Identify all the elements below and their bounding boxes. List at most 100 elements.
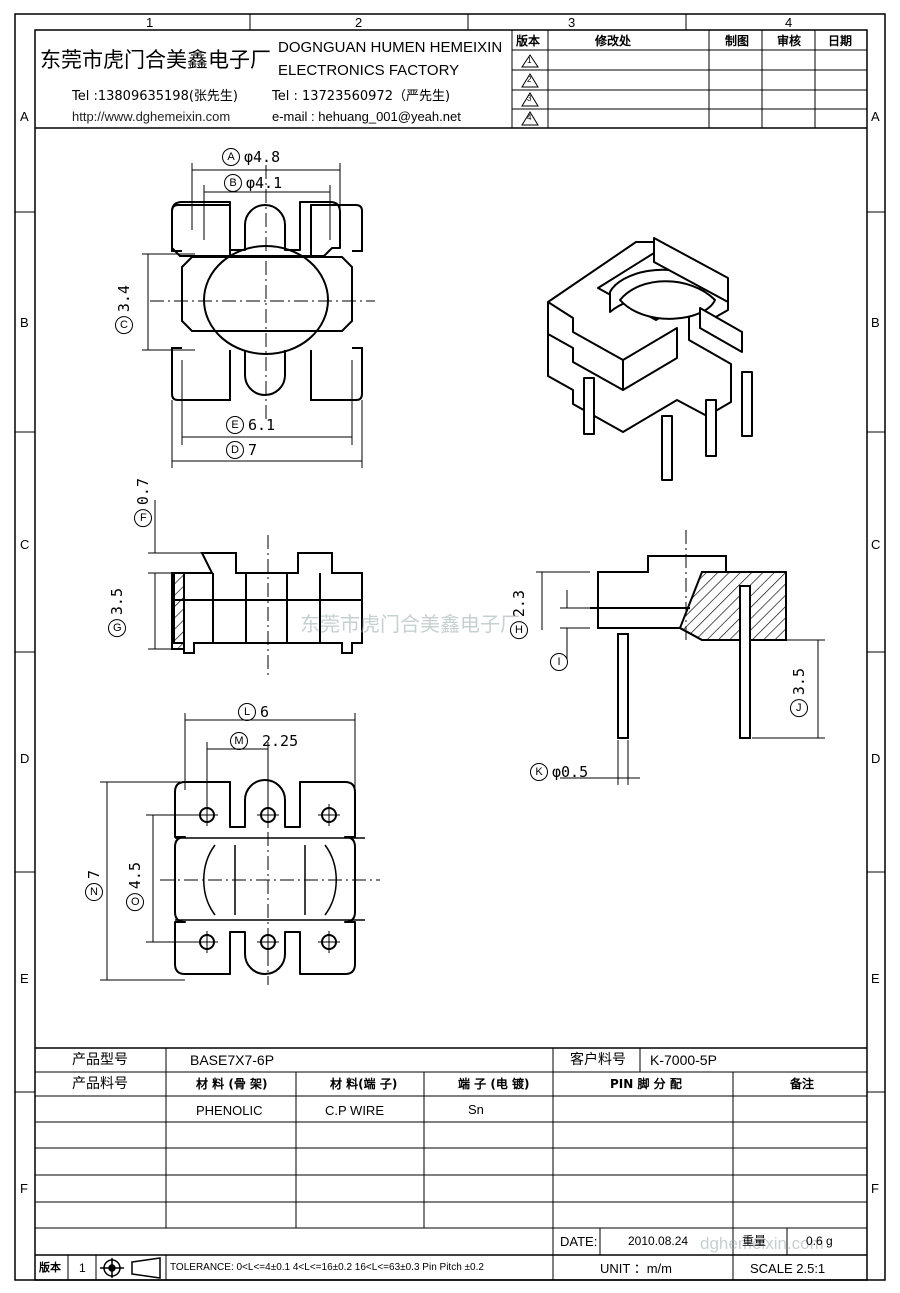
dim-g-letter: G (108, 619, 126, 638)
dim-f-value: 0.7 (134, 478, 152, 506)
dim-e-letter: E (226, 416, 244, 434)
projection-symbol-icon (100, 1257, 161, 1279)
rev-header-version: 版本 (516, 34, 541, 48)
rev-header-change: 修改处 (595, 34, 632, 48)
dim-a-letter: A (222, 148, 240, 166)
col-marker-2: 2 (355, 15, 363, 30)
product-part-label: 产品料号 (72, 1076, 128, 1092)
company-name-cn: 东莞市虎门合美鑫电子厂 (40, 48, 271, 72)
tolerance-text: TOLERANCE: 0<L<=4±0.1 4<L<=16±0.2 16<L<=… (170, 1262, 484, 1273)
material-terminal-value: C.P WIRE (325, 1103, 384, 1118)
material-frame-value: PHENOLIC (196, 1103, 263, 1118)
section-view-dimensions (536, 571, 825, 785)
product-model-label: 产品型号 (72, 1052, 128, 1068)
rev-row-1: 1 (527, 56, 532, 65)
version-value: 1 (79, 1261, 86, 1275)
side-view (171, 535, 363, 675)
col-remark: 备注 (790, 1077, 815, 1091)
drawing-frame (14, 13, 886, 1281)
title-block (35, 30, 867, 129)
row-marker-d-left: D (20, 751, 30, 766)
dim-k-value: φ0.5 (552, 763, 589, 781)
row-marker-e-left: E (20, 971, 29, 986)
col-marker-4: 4 (785, 15, 793, 30)
dim-j-letter: J (790, 699, 808, 718)
dim-m-value: 2.25 (262, 732, 299, 750)
company-email: e-mail : hehuang_001@yeah.net (272, 109, 461, 124)
side-view-dimensions (148, 500, 205, 650)
rev-row-3: 3 (527, 94, 532, 103)
dim-o: O 4.5 (126, 862, 144, 912)
col-material-frame: 材 料 (骨 架) (196, 1077, 268, 1091)
rev-header-date: 日期 (828, 34, 853, 48)
col-terminal-plating: 端 子 (电 镀) (458, 1077, 530, 1091)
rev-row-4: 4 (527, 113, 532, 122)
dim-d-letter: D (226, 441, 244, 459)
bottom-view (160, 760, 380, 985)
top-view-dimensions (142, 163, 363, 468)
product-model-value: BASE7X7-6P (190, 1052, 275, 1068)
bottom-view-dimensions (100, 713, 356, 981)
dim-f: F 0.7 (134, 478, 152, 528)
rev-header-drawn: 制图 (725, 34, 750, 48)
dim-i: I (550, 653, 572, 671)
dim-g-value: 3.5 (108, 588, 126, 616)
dim-c: C 3.4 (115, 285, 133, 335)
isometric-view (547, 237, 753, 481)
dim-m: M 2.25 (230, 732, 298, 750)
row-marker-d-right: D (871, 751, 881, 766)
customer-part-value: K-7000-5P (650, 1052, 717, 1068)
row-marker-a-right: A (871, 109, 880, 124)
dim-e-value: 6.1 (248, 416, 276, 434)
dim-o-value: 4.5 (126, 862, 144, 890)
row-marker-b-left: B (20, 315, 29, 330)
dim-g: G 3.5 (108, 588, 126, 638)
dim-m-letter: M (230, 732, 248, 750)
company-name-en-line2: ELECTRONICS FACTORY (278, 62, 460, 79)
dim-k-letter: K (530, 763, 548, 781)
dim-c-value: 3.4 (115, 285, 133, 313)
info-table-grid (35, 1047, 867, 1280)
watermark-url: dghemeixin.com (700, 1234, 824, 1253)
row-marker-e-right: E (871, 971, 880, 986)
dim-d-value: 7 (248, 441, 258, 459)
dim-i-letter: I (550, 653, 568, 671)
tel-yan: Tel : 13723560972（严先生) (272, 89, 451, 104)
row-marker-f-left: F (20, 1181, 28, 1196)
rev-row-2: 2 (527, 75, 532, 84)
company-name-en-line1: DOGNGUAN HUMEN HEMEIXIN (278, 39, 503, 56)
rev-header-review: 审核 (777, 34, 802, 48)
tel-zhang: Tel :13809635198(张先生) (72, 89, 238, 104)
dim-a-value: φ4.8 (244, 148, 281, 166)
dim-b-letter: B (224, 174, 242, 192)
date-label: DATE: (560, 1234, 598, 1249)
col-marker-1: 1 (146, 15, 154, 30)
top-view (150, 165, 375, 420)
row-marker-a-left: A (20, 109, 29, 124)
col-material-terminal: 材 料(端 子) (330, 1077, 398, 1091)
col-marker-3: 3 (568, 15, 576, 30)
dim-l-letter: L (238, 703, 256, 721)
company-website: http://www.dghemeixin.com (72, 109, 231, 124)
customer-part-label: 客户料号 (570, 1052, 626, 1068)
dim-c-letter: C (115, 316, 133, 335)
scale-text: SCALE 2.5:1 (750, 1261, 826, 1276)
dim-f-letter: F (134, 509, 152, 528)
dim-o-letter: O (126, 893, 144, 912)
row-marker-f-right: F (871, 1181, 879, 1196)
watermark-text: 东莞市虎门合美鑫电子厂 (300, 612, 520, 636)
dim-n-letter: N (85, 883, 103, 902)
weight-value: 0.6 g (806, 1234, 833, 1248)
terminal-plating-value: Sn (468, 1102, 484, 1117)
row-marker-c-left: C (20, 537, 30, 552)
row-marker-c-right: C (871, 537, 881, 552)
